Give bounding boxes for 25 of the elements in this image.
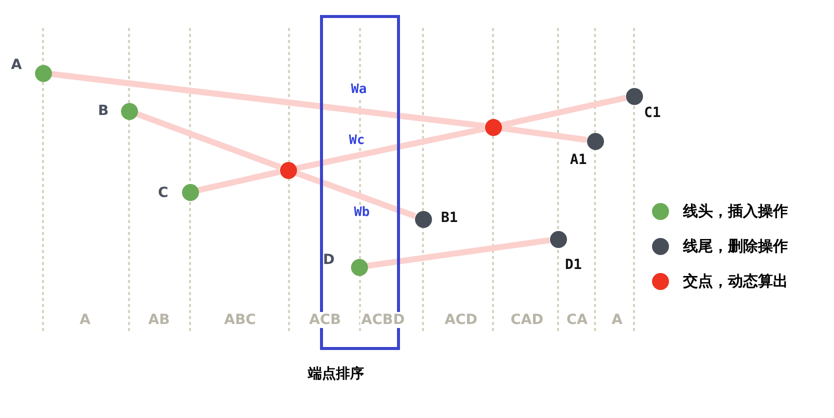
order-label: ACBD (360, 312, 406, 328)
connector-line (500, 94, 626, 128)
legend-label: 线尾，删除操作 (683, 237, 788, 256)
connector-line (296, 126, 486, 172)
point-label: C1 (644, 104, 661, 120)
connector-line (51, 71, 485, 129)
point-label: C (158, 184, 168, 200)
connector-line (501, 125, 587, 143)
connector-line (294, 170, 416, 219)
weight-label: Wc (348, 133, 366, 148)
legend-label: 交点，动态算出 (683, 272, 788, 291)
connector-line (136, 111, 282, 170)
point-label: B1 (441, 210, 458, 226)
point-label: B (98, 102, 109, 118)
point-label: A1 (570, 152, 587, 168)
order-label: ACB (308, 312, 342, 328)
legend-label: 线头，插入操作 (683, 202, 788, 221)
weight-label: Wa (350, 82, 368, 97)
point-label: D1 (565, 256, 582, 272)
point-label: D (323, 252, 335, 268)
frame-caption: 端点排序 (308, 365, 364, 383)
weight-label: Wb (353, 205, 371, 220)
connector-line (198, 168, 280, 194)
point-label: A (11, 56, 22, 72)
connector-line (367, 237, 550, 269)
